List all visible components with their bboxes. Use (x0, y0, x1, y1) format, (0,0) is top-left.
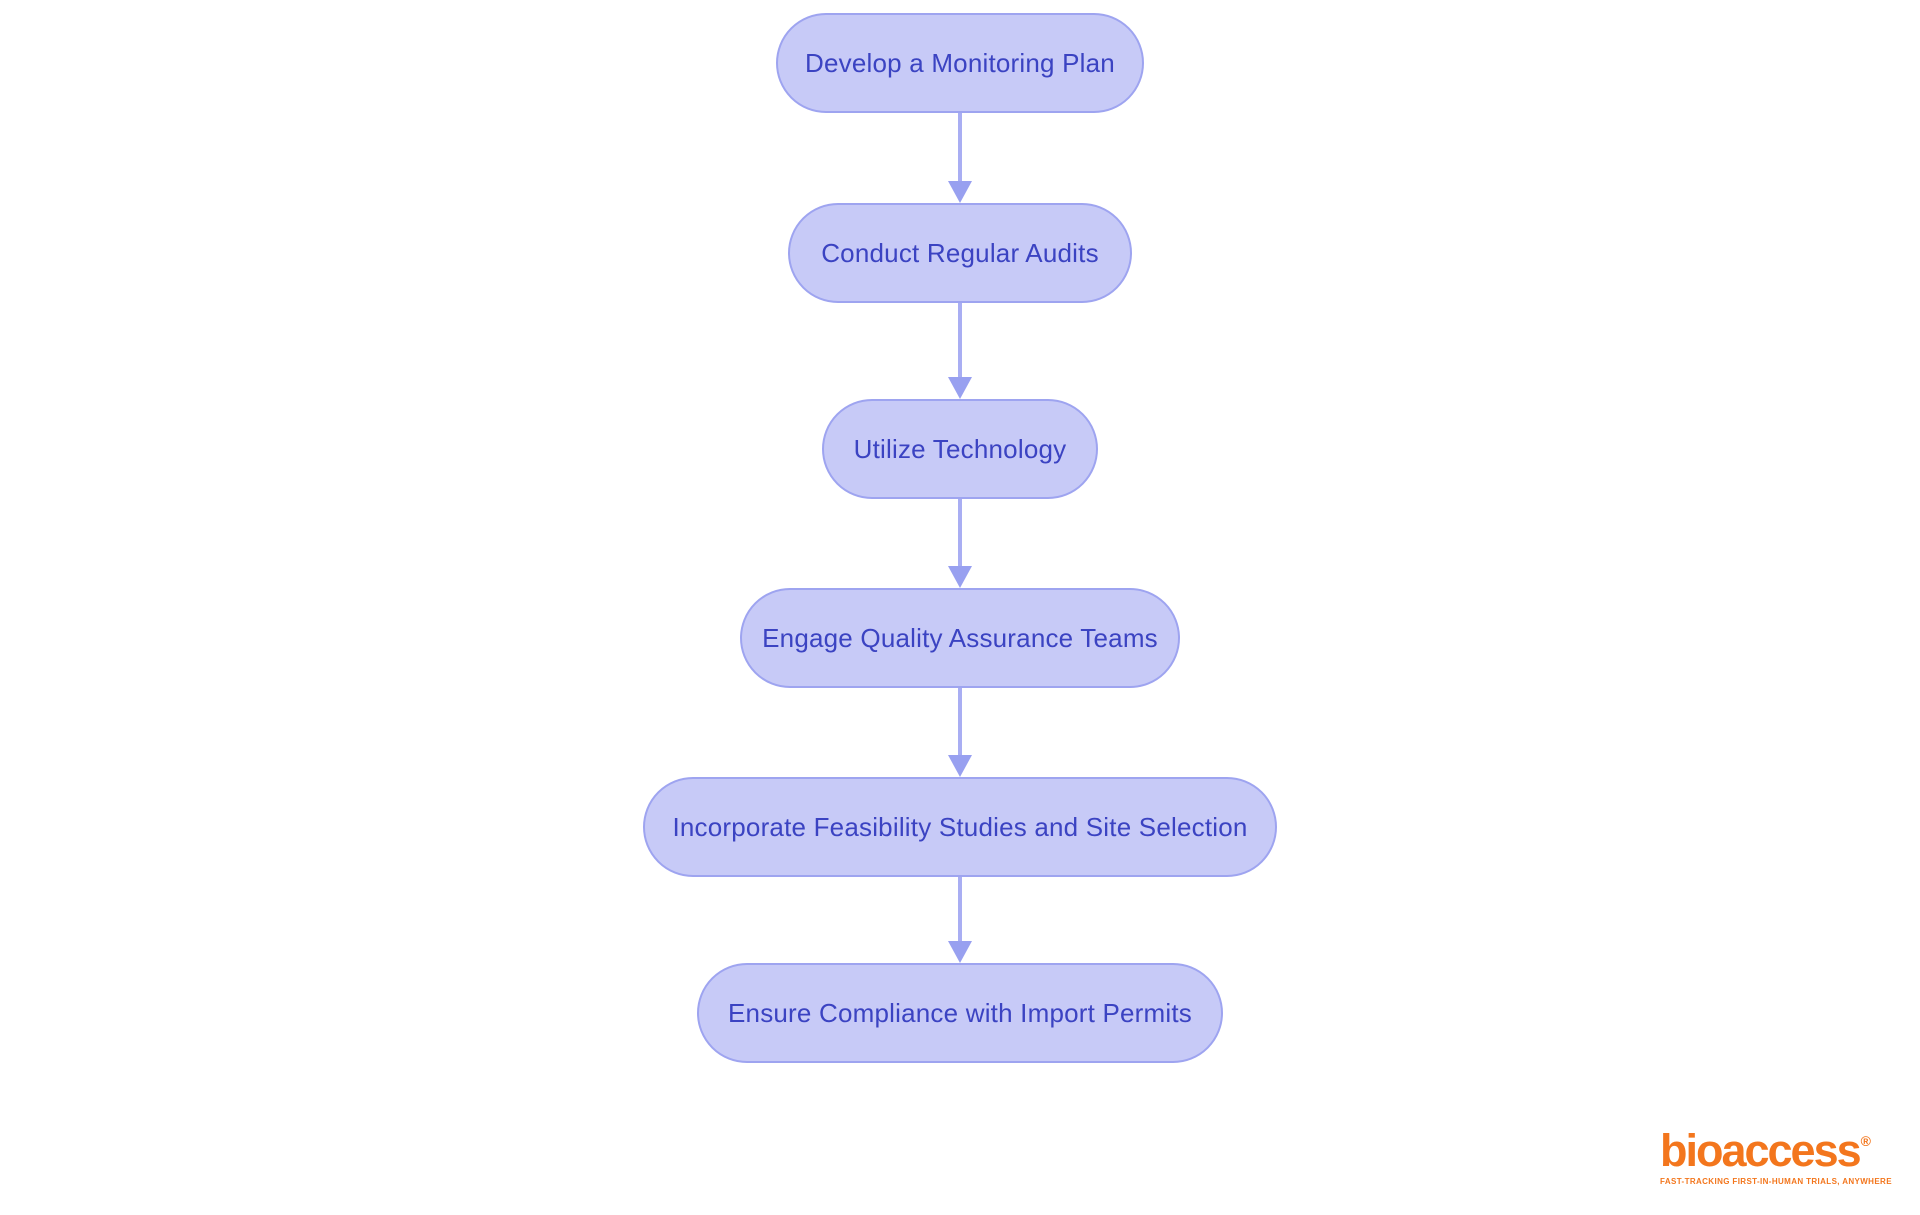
arrow-down-icon (948, 566, 972, 588)
flow-node-label: Ensure Compliance with Import Permits (728, 997, 1192, 1028)
connector-1-2 (948, 113, 972, 203)
registered-trademark-icon: ® (1860, 1133, 1871, 1149)
connector-4-5 (948, 688, 972, 777)
connector-line (958, 499, 962, 566)
flow-node-utilize-technology: Utilize Technology (822, 399, 1098, 499)
connector-line (958, 303, 962, 377)
bioaccess-logo: bioaccess® FAST-TRACKING FIRST-IN-HUMAN … (1660, 1128, 1892, 1186)
arrow-down-icon (948, 755, 972, 777)
connector-line (958, 688, 962, 755)
bioaccess-brand-text: bioaccess (1660, 1125, 1862, 1176)
flow-node-conduct-regular-audits: Conduct Regular Audits (788, 203, 1132, 303)
connector-line (958, 877, 962, 941)
connector-line (958, 113, 962, 181)
arrow-down-icon (948, 181, 972, 203)
flow-node-label: Develop a Monitoring Plan (805, 47, 1115, 78)
arrow-down-icon (948, 941, 972, 963)
flow-node-label: Conduct Regular Audits (821, 237, 1099, 268)
flow-node-engage-qa-teams: Engage Quality Assurance Teams (740, 588, 1180, 688)
bioaccess-wordmark: bioaccess® (1660, 1128, 1890, 1173)
flow-node-import-permits-compliance: Ensure Compliance with Import Permits (697, 963, 1223, 1063)
flow-node-label: Utilize Technology (853, 433, 1067, 464)
connector-2-3 (948, 303, 972, 399)
bioaccess-tagline: FAST-TRACKING FIRST-IN-HUMAN TRIALS, ANY… (1660, 1177, 1892, 1186)
flow-node-label: Incorporate Feasibility Studies and Site… (672, 811, 1248, 842)
flow-node-feasibility-site-selection: Incorporate Feasibility Studies and Site… (643, 777, 1277, 877)
arrow-down-icon (948, 377, 972, 399)
connector-5-6 (948, 877, 972, 963)
flow-node-label: Engage Quality Assurance Teams (762, 622, 1158, 653)
connector-3-4 (948, 499, 972, 588)
flow-node-develop-monitoring-plan: Develop a Monitoring Plan (776, 13, 1144, 113)
